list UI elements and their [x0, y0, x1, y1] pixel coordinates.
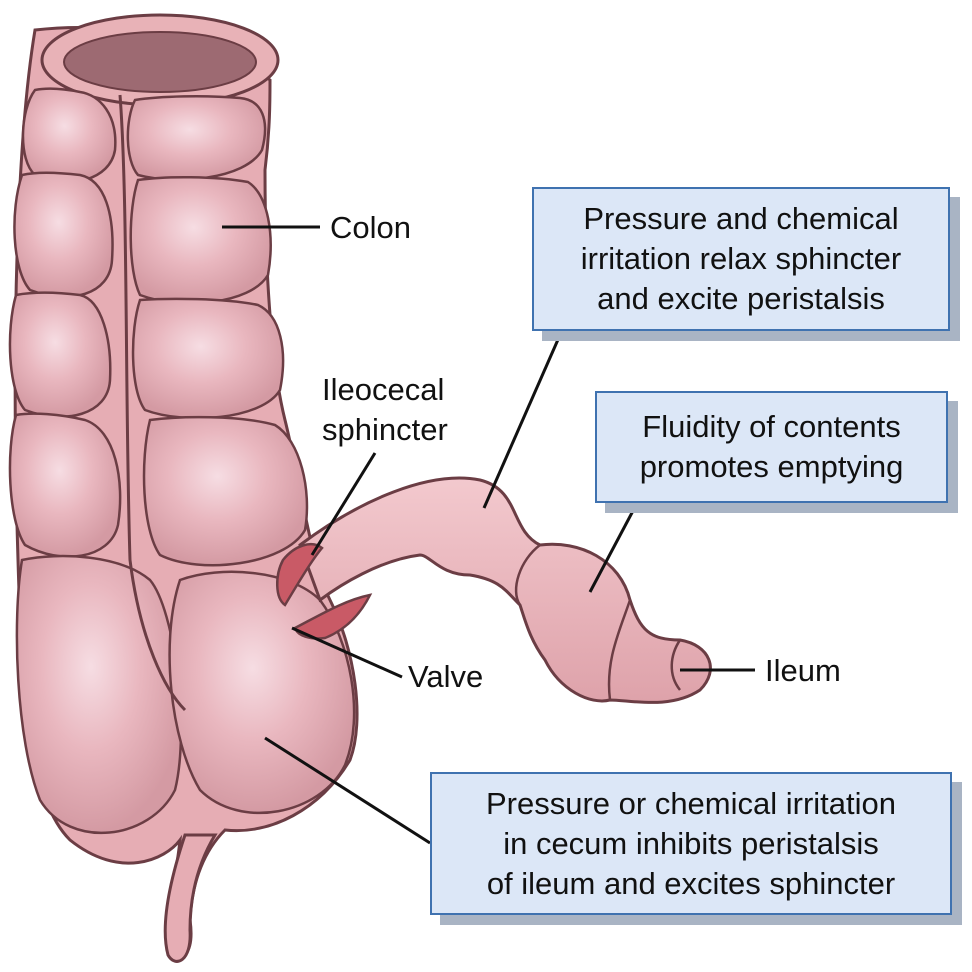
- callout-middle-line2: promotes emptying: [639, 449, 904, 484]
- callout-top: Pressure and chemical irritation relax s…: [532, 187, 950, 331]
- haustrum: [13, 171, 114, 298]
- haustrum: [126, 95, 267, 181]
- appendix: [163, 833, 218, 963]
- haustrum: [8, 412, 122, 558]
- ileum-label: Ileum: [765, 653, 841, 688]
- valve-label: Valve: [408, 659, 484, 694]
- top-callout-leader: [482, 334, 562, 509]
- haustrum: [131, 297, 285, 420]
- ileocecal-label-line1: Ileocecal: [322, 372, 445, 407]
- callout-middle: Fluidity of contents promotes emptying: [595, 391, 948, 503]
- middle-callout-leader: [588, 506, 637, 593]
- haustrum: [8, 291, 112, 418]
- callout-bottom: Pressure or chemical irritation in cecum…: [430, 772, 952, 915]
- haustrum: [129, 175, 272, 305]
- callout-bottom-line2: in cecum inhibits peristalsis: [503, 825, 879, 861]
- callout-top-line1: Pressure and chemical: [583, 201, 899, 236]
- ileum-tube: [298, 476, 712, 704]
- callout-top-line3: and excite peristalsis: [597, 281, 885, 316]
- valve-leader: [291, 626, 403, 679]
- ileocecal-label-line2: sphincter: [322, 412, 448, 447]
- callout-top-line2: irritation relax sphincter: [580, 241, 902, 276]
- callout-middle-line1: Fluidity of contents: [642, 409, 901, 444]
- haustrum: [21, 87, 117, 184]
- haustrum: [15, 554, 183, 835]
- colon-label: Colon: [330, 210, 411, 245]
- sphincter-leader: [310, 452, 377, 556]
- haustrum: [142, 415, 309, 567]
- callout-bottom-line1: Pressure or chemical irritation: [485, 785, 897, 821]
- bottom-callout-leader: [264, 736, 431, 845]
- callout-bottom-line3: of ileum and excites sphincter: [486, 865, 896, 901]
- valve-flap: [293, 593, 373, 640]
- ileocecal-sphincter: [276, 543, 324, 607]
